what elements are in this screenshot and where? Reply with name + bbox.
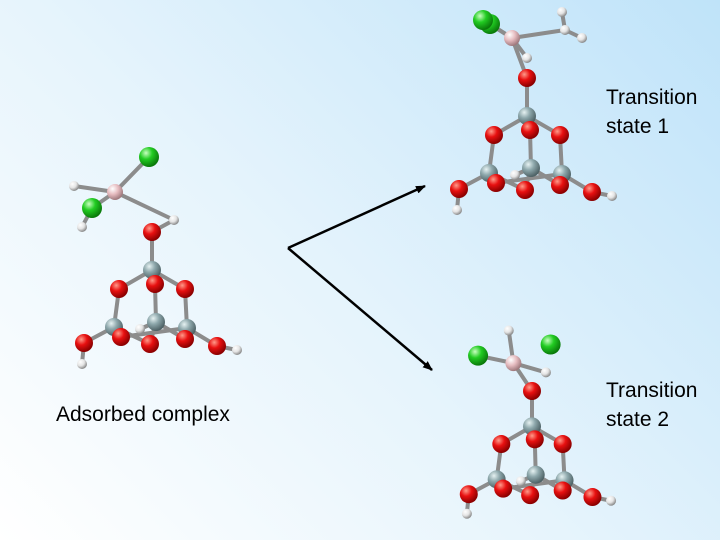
hydrogen-atom: [540, 367, 551, 378]
silicon-atom: [526, 465, 545, 484]
oxygen-atom: [518, 69, 536, 87]
hydrogen-atom: [557, 7, 567, 17]
oxygen-atom: [553, 435, 572, 454]
boron-atom: [107, 184, 123, 200]
hydrogen-atom: [169, 215, 179, 225]
bond: [119, 326, 189, 339]
oxygen-atom: [516, 181, 534, 199]
boron-atom: [505, 355, 522, 372]
oxygen-atom: [208, 337, 226, 355]
oxygen-atom: [551, 126, 569, 144]
oxygen-atom: [494, 479, 513, 498]
oxygen-atom: [521, 486, 540, 505]
transition-state-2-label: Transition state 2: [606, 379, 698, 431]
oxygen-atom: [492, 435, 511, 454]
hydrogen-atom: [510, 170, 520, 180]
oxygen-atom: [459, 485, 478, 504]
hydrogen-atom: [606, 495, 617, 506]
oxygen-atom: [75, 334, 93, 352]
hydrogen-atom: [69, 181, 79, 191]
hydrogen-atom: [461, 508, 472, 519]
oxygen-atom: [523, 382, 541, 400]
oxygen-atom: [487, 174, 505, 192]
bond: [501, 478, 567, 491]
oxygen-atom: [553, 481, 572, 500]
transition-state-1-molecule: [450, 7, 617, 215]
oxygen-atom: [176, 330, 194, 348]
bond: [113, 190, 176, 222]
hydrogen-atom: [77, 222, 87, 232]
oxygen-atom: [110, 280, 128, 298]
adsorbed-complex-label: Adsorbed complex: [56, 403, 230, 426]
boron-atom: [504, 30, 520, 46]
oxygen-atom: [143, 223, 161, 241]
silicon-atom: [518, 107, 536, 125]
adsorbed-complex-molecule: [69, 147, 242, 369]
hydrogen-atom: [515, 476, 526, 487]
silicon-atom: [147, 313, 165, 331]
transition-state-2-molecule: [459, 325, 617, 519]
hydrogen-atom: [77, 359, 87, 369]
arrow-to-ts2: [287, 247, 433, 371]
oxygen-atom: [521, 121, 539, 139]
chlorine-atom: [139, 147, 159, 167]
hydrogen-atom: [232, 345, 242, 355]
hydrogen-atom: [560, 25, 570, 35]
silicon-atom: [143, 261, 161, 279]
chlorine-atom: [82, 198, 102, 218]
chlorine-atom: [540, 334, 561, 355]
arrow-to-ts1: [287, 184, 426, 250]
chlorine-atom: [468, 345, 489, 366]
bond: [510, 28, 567, 40]
oxygen-atom: [525, 430, 544, 449]
oxygen-atom: [176, 280, 194, 298]
hydrogen-atom: [452, 205, 462, 215]
oxygen-atom: [583, 183, 601, 201]
oxygen-atom: [450, 180, 468, 198]
oxygen-atom: [141, 335, 159, 353]
hydrogen-atom: [135, 324, 145, 334]
bond: [494, 172, 564, 185]
hydrogen-atom: [522, 53, 532, 63]
silicon-atom: [522, 159, 540, 177]
oxygen-atom: [112, 328, 130, 346]
transition-state-1-label: Transition state 1: [606, 86, 698, 138]
oxygen-atom: [146, 275, 164, 293]
hydrogen-atom: [503, 325, 514, 336]
chlorine-atom: [473, 10, 493, 30]
oxygen-atom: [551, 176, 569, 194]
oxygen-atom: [583, 488, 602, 507]
oxygen-atom: [485, 126, 503, 144]
hydrogen-atom: [577, 33, 587, 43]
hydrogen-atom: [607, 191, 617, 201]
